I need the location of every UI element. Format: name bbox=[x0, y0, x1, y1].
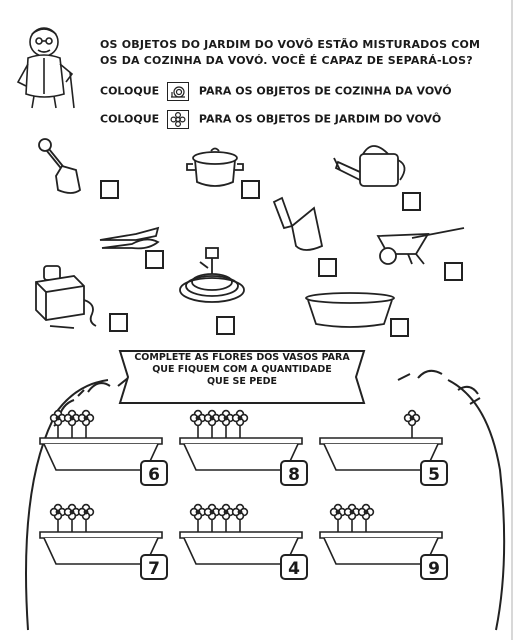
cutlery-checkbox[interactable] bbox=[145, 250, 164, 269]
flower-icon bbox=[231, 503, 249, 521]
garden-legend-word: COLOQUE bbox=[100, 112, 160, 126]
hose-checkbox[interactable] bbox=[216, 316, 235, 335]
garden-legend-text: PARA OS OBJETOS DE JARDIM DO VOVÔ bbox=[198, 112, 442, 126]
trowel-icon bbox=[272, 196, 324, 251]
shovel-checkbox[interactable] bbox=[100, 180, 119, 199]
flower-icon bbox=[77, 409, 95, 427]
toaster-checkbox[interactable] bbox=[109, 313, 128, 332]
planter-number-1: 6 bbox=[140, 460, 168, 486]
kitchen-legend-text: PARA OS OBJETOS DE COZINHA DA VOVÓ bbox=[198, 84, 452, 98]
trowel-checkbox[interactable] bbox=[318, 258, 337, 277]
hose-icon bbox=[179, 247, 245, 303]
flower-icon bbox=[189, 503, 207, 521]
flower-icon bbox=[329, 503, 347, 521]
instruction-line-1: OS OBJETOS DO JARDIM DO VOVÔ ESTÃO MISTU… bbox=[100, 38, 481, 51]
kitchen-legend: COLOQUE PARA OS OBJETOS DE COZINHA DA VO… bbox=[100, 82, 452, 101]
planter-2 bbox=[179, 409, 303, 471]
pot-checkbox[interactable] bbox=[241, 180, 260, 199]
flower-icon bbox=[49, 503, 67, 521]
planter-number-5: 4 bbox=[280, 554, 308, 580]
grandpa-icon bbox=[16, 27, 75, 109]
flower-icon bbox=[403, 409, 421, 427]
flower-icon bbox=[357, 503, 375, 521]
banner-line-3: QUE SE PEDE bbox=[206, 376, 278, 387]
planter-number-6: 9 bbox=[420, 554, 448, 580]
basin-icon bbox=[305, 292, 395, 328]
planter-4 bbox=[39, 503, 163, 565]
toaster-icon bbox=[35, 265, 97, 329]
shovel-icon bbox=[38, 138, 81, 194]
flower-icon bbox=[217, 409, 235, 427]
planter-1 bbox=[39, 409, 163, 471]
basin-checkbox[interactable] bbox=[390, 318, 409, 337]
watering-can-icon bbox=[333, 145, 406, 187]
banner-line-2: QUE FIQUEM COM A QUANTIDADE bbox=[152, 364, 332, 375]
flower-icon bbox=[63, 503, 81, 521]
flower-icon bbox=[189, 409, 207, 427]
planter-number-2: 8 bbox=[280, 460, 308, 486]
wheelbarrow-icon bbox=[376, 227, 465, 265]
cutlery-icon bbox=[99, 226, 160, 250]
wheelbarrow-checkbox[interactable] bbox=[444, 262, 463, 281]
flower-icon bbox=[77, 503, 95, 521]
snail-stamp-icon bbox=[167, 82, 190, 101]
planter-5 bbox=[179, 503, 303, 565]
flower-icon bbox=[203, 409, 221, 427]
page-edge-shadow bbox=[511, 0, 513, 640]
planter-number-3: 5 bbox=[420, 460, 448, 486]
flower-icon bbox=[49, 409, 67, 427]
flower-icon bbox=[343, 503, 361, 521]
kitchen-legend-word: COLOQUE bbox=[100, 84, 160, 98]
garden-legend: COLOQUE PARA OS OBJETOS DE JARDIM DO VOV… bbox=[100, 110, 441, 129]
flower-icon bbox=[63, 409, 81, 427]
flower-stamp-icon bbox=[167, 110, 190, 129]
banner-line-1: COMPLETE AS FLORES DOS VASOS PARA bbox=[134, 352, 350, 363]
flower-icon bbox=[217, 503, 235, 521]
pot-icon bbox=[186, 147, 244, 187]
watering-can-checkbox[interactable] bbox=[402, 192, 421, 211]
instruction-line-2: OS DA COZINHA DA VOVÓ. VOCÊ É CAPAZ DE S… bbox=[100, 54, 473, 67]
instruction-banner bbox=[118, 350, 366, 404]
planter-number-4: 7 bbox=[140, 554, 168, 580]
planter-6 bbox=[319, 503, 443, 565]
banner-text: COMPLETE AS FLORES DOS VASOS PARA QUE FI… bbox=[116, 352, 368, 388]
flower-icon bbox=[231, 409, 249, 427]
flower-icon bbox=[203, 503, 221, 521]
planter-3 bbox=[319, 409, 443, 471]
